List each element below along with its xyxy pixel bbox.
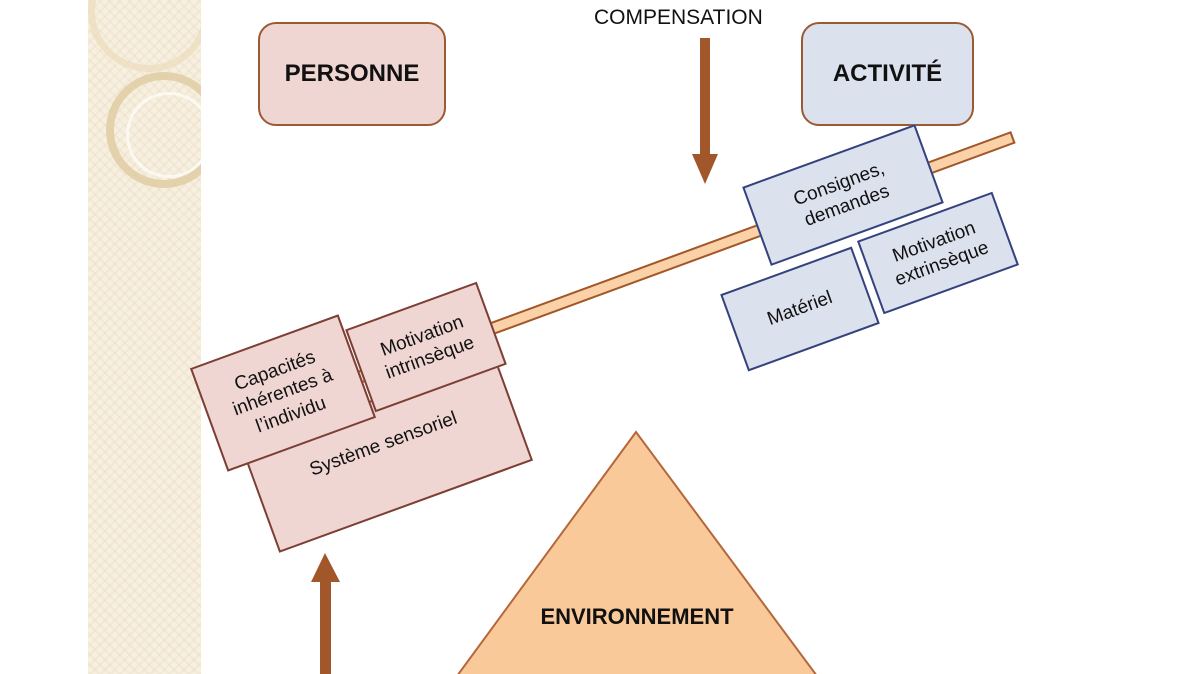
decorative-ring-icon xyxy=(126,92,201,178)
decorative-ring-icon xyxy=(106,72,201,188)
compensation-label: COMPENSATION xyxy=(594,6,763,29)
personne-label: PERSONNE xyxy=(284,60,420,87)
environnement-label: ENVIRONNEMENT xyxy=(540,604,734,629)
decorative-side-panel xyxy=(88,0,201,674)
activite-label: ACTIVITÉ xyxy=(832,60,943,87)
slide-left-margin xyxy=(0,0,88,674)
personne-box: PERSONNE xyxy=(258,22,446,126)
activite-box: ACTIVITÉ xyxy=(801,22,974,126)
